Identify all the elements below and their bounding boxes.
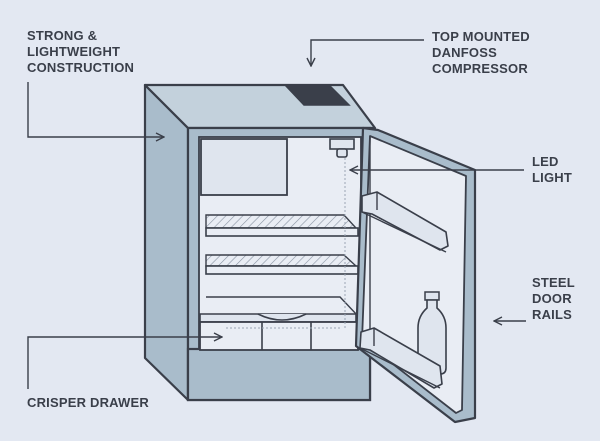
label-compressor-line-3: COMPRESSOR <box>432 61 528 76</box>
label-compressor-line-2: DANFOSS <box>432 45 497 60</box>
door-rail-upper <box>361 191 449 253</box>
label-rails-line-3: RAILS <box>532 307 572 322</box>
shelf-upper <box>205 214 359 237</box>
compressor-leader <box>311 39 424 66</box>
label-led-line-1: LED <box>532 154 559 169</box>
cabinet-side-panel <box>143 83 190 402</box>
label-led-line-2: LIGHT <box>532 170 572 185</box>
label-rails-line-2: DOOR <box>532 291 572 306</box>
dashed-guides <box>226 158 346 330</box>
label-led: LED LIGHT <box>532 154 572 186</box>
led-light-bulb <box>336 148 348 158</box>
label-compressor-line-1: TOP MOUNTED <box>432 29 530 44</box>
label-crisper: CRISPER DRAWER <box>27 395 149 411</box>
led-light-fixture <box>329 138 355 150</box>
label-construction: STRONG & LIGHTWEIGHT CONSTRUCTION <box>27 28 134 76</box>
door-rail-lower <box>359 327 443 389</box>
construction-leader <box>27 82 164 137</box>
freezer-compartment <box>200 138 288 196</box>
label-rails: STEEL DOOR RAILS <box>532 275 575 323</box>
label-construction-line-1: STRONG & <box>27 28 98 43</box>
label-compressor: TOP MOUNTED DANFOSS COMPRESSOR <box>432 29 530 77</box>
bottle-icon <box>417 291 447 375</box>
shelf-lower <box>205 254 359 275</box>
crisper-drawer <box>199 313 359 351</box>
crisper-leader <box>27 337 222 389</box>
callout-lines <box>27 39 526 389</box>
label-construction-line-2: LIGHTWEIGHT <box>27 44 121 59</box>
compressor-unit <box>284 85 351 106</box>
label-rails-line-1: STEEL <box>532 275 575 290</box>
interior-floor-line <box>206 296 359 317</box>
cabinet-base <box>186 347 372 402</box>
label-construction-line-3: CONSTRUCTION <box>27 60 135 75</box>
label-crisper-line-1: CRISPER DRAWER <box>27 395 149 410</box>
